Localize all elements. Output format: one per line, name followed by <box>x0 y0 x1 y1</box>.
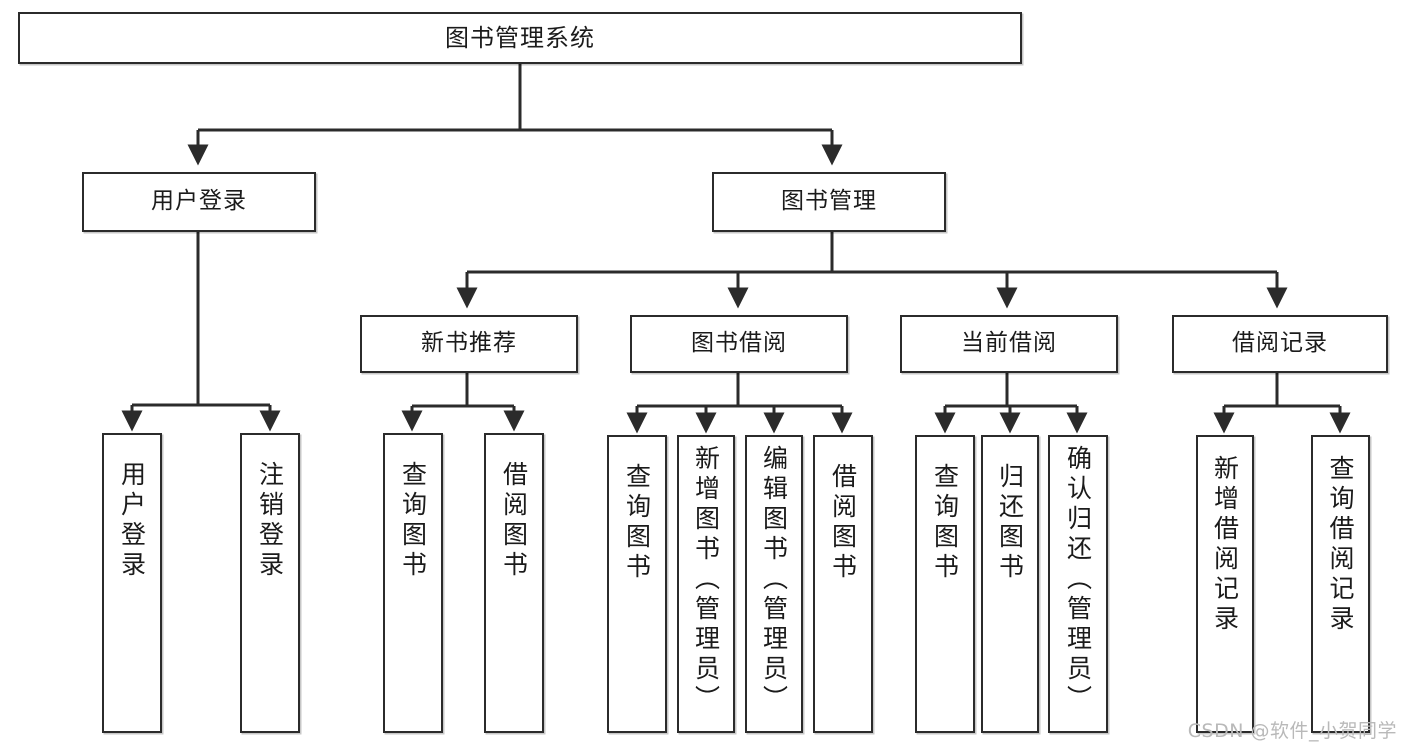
leaf-user-login-logout[interactable]: 注销登录 <box>240 433 300 733</box>
node-new-book-recommend[interactable]: 新书推荐 <box>360 315 578 373</box>
node-label: 当前借阅 <box>961 330 1057 357</box>
node-book-management[interactable]: 图书管理 <box>712 172 946 232</box>
leaf-borrow-borrow-book[interactable]: 借阅图书 <box>813 435 873 733</box>
leaf-current-confirm-return-admin[interactable]: 确认归还（管理员） <box>1048 435 1108 733</box>
node-label: 图书借阅 <box>691 330 787 357</box>
leaf-recommend-borrow-book[interactable]: 借阅图书 <box>484 433 544 733</box>
node-user-login[interactable]: 用户登录 <box>82 172 316 232</box>
node-label: 图书管理系统 <box>445 23 595 52</box>
node-label: 归还图书 <box>995 463 1025 583</box>
leaf-record-add-record[interactable]: 新增借阅记录 <box>1196 435 1254 733</box>
node-label: 用户登录 <box>151 188 247 215</box>
node-label: 借阅记录 <box>1232 330 1328 357</box>
node-label: 确认归还（管理员） <box>1063 445 1093 715</box>
leaf-user-login-login[interactable]: 用户登录 <box>102 433 162 733</box>
node-label: 查询图书 <box>398 461 428 581</box>
csdn-watermark: CSDN @软件_小贺同学 <box>1187 720 1397 742</box>
leaf-borrow-query-book[interactable]: 查询图书 <box>607 435 667 733</box>
leaf-current-query-book[interactable]: 查询图书 <box>915 435 975 733</box>
node-borrow-record[interactable]: 借阅记录 <box>1172 315 1388 373</box>
node-label: 编辑图书（管理员） <box>759 445 789 715</box>
node-label: 注销登录 <box>255 461 285 581</box>
node-label: 借阅图书 <box>828 463 858 583</box>
node-label: 查询图书 <box>930 463 960 583</box>
leaf-recommend-query-book[interactable]: 查询图书 <box>383 433 443 733</box>
node-label: 借阅图书 <box>499 461 529 581</box>
leaf-borrow-add-book-admin[interactable]: 新增图书（管理员） <box>677 435 735 733</box>
node-label: 新增图书（管理员） <box>691 445 721 715</box>
leaf-record-query-record[interactable]: 查询借阅记录 <box>1311 435 1370 733</box>
node-label: 图书管理 <box>781 188 877 215</box>
node-current-borrow[interactable]: 当前借阅 <box>900 315 1118 373</box>
node-label: 查询借阅记录 <box>1326 455 1355 635</box>
node-root-system[interactable]: 图书管理系统 <box>18 12 1022 64</box>
node-label: 用户登录 <box>117 461 147 581</box>
node-label: 新书推荐 <box>421 330 517 357</box>
node-label: 新增借阅记录 <box>1210 455 1240 635</box>
leaf-borrow-edit-book-admin[interactable]: 编辑图书（管理员） <box>745 435 803 733</box>
node-label: 查询图书 <box>622 463 652 583</box>
leaf-current-return-book[interactable]: 归还图书 <box>981 435 1039 733</box>
node-book-borrow[interactable]: 图书借阅 <box>630 315 848 373</box>
